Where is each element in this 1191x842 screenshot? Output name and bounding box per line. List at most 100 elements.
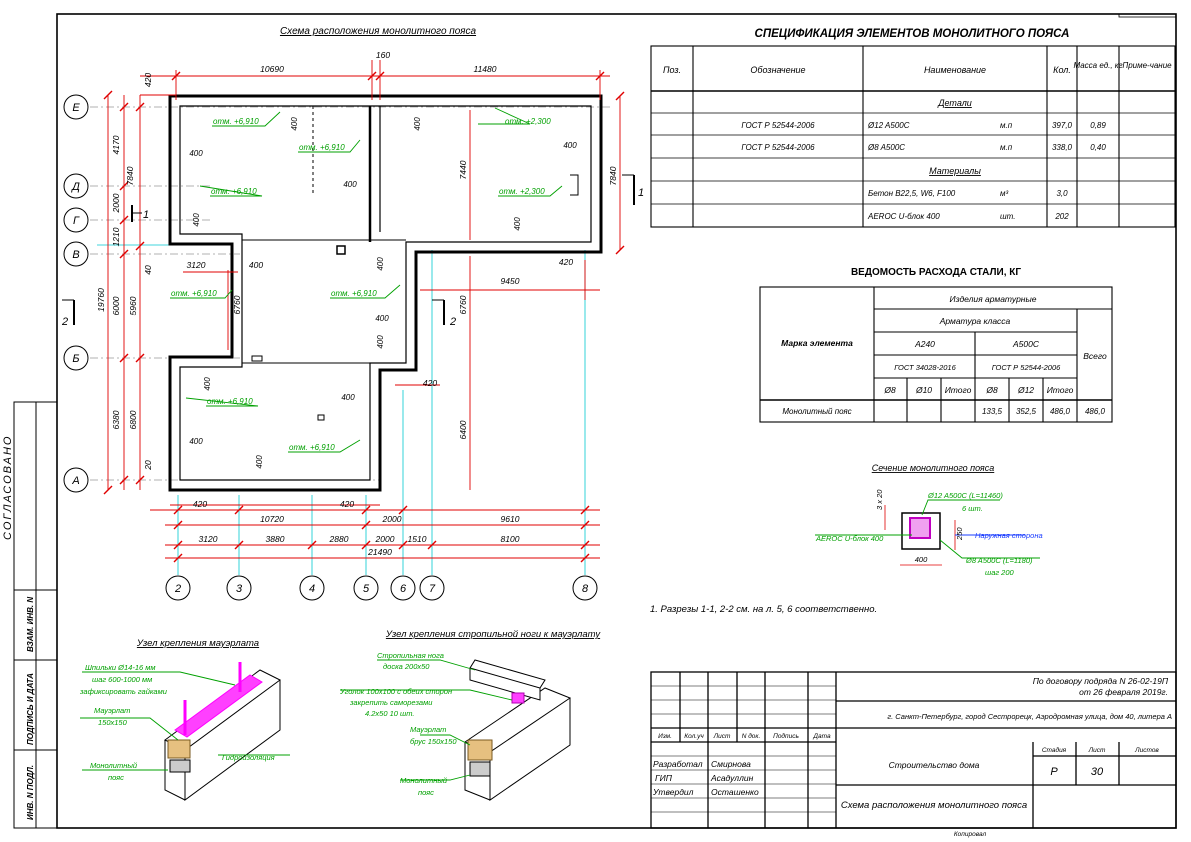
spec-cell: 0,89 bbox=[1090, 121, 1106, 130]
dim-text: 6400 bbox=[458, 420, 468, 439]
title-block-fine bbox=[651, 685, 836, 813]
spec-cell: ГОСТ Р 52544-2006 bbox=[741, 143, 815, 152]
dim-text: 7440 bbox=[458, 160, 468, 179]
tb-sheet-head: Лист bbox=[1088, 747, 1106, 754]
steel-header: Ø10 bbox=[915, 385, 932, 395]
elevation-mark: отм. +2,300 bbox=[505, 117, 551, 126]
wall-dim: 400 bbox=[563, 141, 577, 150]
section-label-block: AEROC U-блок 400 bbox=[815, 534, 884, 543]
tb-head: Подпись bbox=[773, 732, 799, 740]
dim-text: 420 bbox=[340, 499, 354, 509]
elevation-mark: отм. +2,300 bbox=[499, 187, 545, 196]
tb-head: Изм. bbox=[658, 733, 672, 740]
wall-dim: 400 bbox=[189, 437, 203, 446]
node2-drawing bbox=[463, 659, 572, 801]
tb-address: г. Санкт-Петербург, город Сестрорецк, Аэ… bbox=[887, 712, 1172, 721]
node1-label: зафиксировать гайками bbox=[79, 687, 168, 696]
section-leaders bbox=[815, 499, 1040, 559]
dim-text: 420 bbox=[143, 73, 153, 87]
steel-cell: 133,5 bbox=[982, 407, 1003, 416]
wall-dim: 400 bbox=[192, 213, 201, 227]
wall-dim: 400 bbox=[341, 393, 355, 402]
node2-label: Уголок 100х100 с обеих сторон bbox=[339, 687, 452, 696]
stamp-agreed: СОГЛАСОВАНО bbox=[2, 435, 14, 540]
section-label: 2 bbox=[61, 316, 68, 328]
dim-text: 21490 bbox=[367, 547, 392, 557]
dimension-lines bbox=[107, 60, 621, 559]
node2-label: закрепить саморезами bbox=[349, 698, 433, 707]
dim-text: 6380 bbox=[111, 410, 121, 429]
tb-sheets-head: Листов bbox=[1134, 747, 1159, 754]
tb-role: ГИП bbox=[655, 773, 673, 783]
tb-contract: По договору подряда N 26-02-19П bbox=[1033, 676, 1169, 686]
grid-label-col: 7 bbox=[429, 583, 436, 595]
spec-cell: шт. bbox=[1000, 212, 1015, 221]
node1-label: шаг 600-1000 мм bbox=[92, 675, 152, 684]
elevation-leaders bbox=[170, 107, 563, 453]
tb-sheet: 30 bbox=[1091, 766, 1104, 778]
steel-header: Ø12 bbox=[1017, 385, 1034, 395]
section-marks bbox=[62, 174, 635, 325]
wall-dim: 400 bbox=[203, 377, 212, 391]
dim-text: 10720 bbox=[260, 514, 284, 524]
node2-label: брус 150х150 bbox=[410, 737, 457, 746]
tb-head: Лист bbox=[713, 733, 731, 740]
grid-label-row: Д bbox=[70, 181, 80, 193]
wall-dim: 400 bbox=[343, 180, 357, 189]
spec-header: Наименование bbox=[924, 65, 986, 75]
node2-label: Стропильная нога bbox=[377, 651, 444, 660]
grid-label-col: 6 bbox=[400, 583, 407, 595]
node1-leaders bbox=[80, 671, 290, 771]
section-dim: 250 bbox=[955, 527, 964, 541]
dim-text: 2880 bbox=[329, 534, 349, 544]
steel-header: Изделия арматурные bbox=[950, 294, 1037, 304]
steel-header: Ø8 bbox=[883, 385, 896, 395]
steel-cell: 486,0 bbox=[1085, 407, 1106, 416]
dim-text: 3880 bbox=[266, 534, 285, 544]
title-block bbox=[650, 671, 1177, 829]
dim-text: 2000 bbox=[111, 193, 121, 213]
dim-text: 20 bbox=[143, 460, 153, 471]
dim-text: 160 bbox=[376, 50, 390, 60]
section-label-rebar12-count: 6 шт. bbox=[962, 504, 983, 513]
section-label: 2 bbox=[449, 316, 456, 328]
section-label: 1 bbox=[143, 209, 149, 221]
node2-label: Монолитный bbox=[400, 776, 448, 785]
steel-header: Итого bbox=[1047, 385, 1074, 395]
node1-label: пояс bbox=[108, 773, 124, 782]
wall-dim: 400 bbox=[375, 314, 389, 323]
side-stamp bbox=[13, 401, 58, 829]
dimension-ticks bbox=[103, 71, 625, 563]
node2-label: 4.2х50 10 шт. bbox=[365, 709, 415, 718]
spec-cell: AEROC U-блок 400 bbox=[867, 212, 940, 221]
spec-section: Детали bbox=[937, 98, 972, 108]
spec-section: Материалы bbox=[929, 166, 981, 176]
grid-label-col: 3 bbox=[236, 583, 243, 595]
wall-dim: 400 bbox=[513, 217, 522, 231]
node1-label: Гидроизоляция bbox=[222, 753, 275, 762]
steel-cell: 486,0 bbox=[1050, 407, 1071, 416]
spec-cell: м³ bbox=[1000, 189, 1008, 198]
dim-text: 9450 bbox=[501, 276, 520, 286]
elevation-mark: отм. +6,910 bbox=[171, 289, 217, 298]
steel-cell: 352,5 bbox=[1016, 407, 1037, 416]
tb-head: Кол.уч bbox=[684, 733, 704, 740]
tb-head: Дата bbox=[812, 733, 831, 740]
dim-text: 6000 bbox=[111, 296, 121, 315]
stamp-replace: ВЗАМ. ИНВ. N bbox=[26, 597, 35, 652]
tb-stage-head: Стадия bbox=[1042, 746, 1067, 754]
section-label-outside: Наружная сторона bbox=[975, 531, 1043, 540]
section-dim: 400 bbox=[915, 555, 928, 564]
spec-header: Обозначение bbox=[750, 65, 805, 75]
grid-lines-vertical bbox=[97, 244, 586, 575]
spec-cell: м.п bbox=[1000, 143, 1013, 152]
steel-header: Ø8 bbox=[985, 385, 998, 395]
dim-text: 4170 bbox=[111, 135, 121, 154]
tb-role: Утвердил bbox=[652, 787, 694, 797]
steel-row-name: Монолитный пояс bbox=[782, 407, 851, 416]
dim-text: 10690 bbox=[260, 64, 284, 74]
stamp-sign-date: ПОДПИСЬ И ДАТА bbox=[26, 673, 35, 745]
spec-cell: 0,40 bbox=[1090, 143, 1106, 152]
elevation-mark: отм. +6,910 bbox=[207, 397, 253, 406]
dim-text: 420 bbox=[423, 378, 437, 388]
